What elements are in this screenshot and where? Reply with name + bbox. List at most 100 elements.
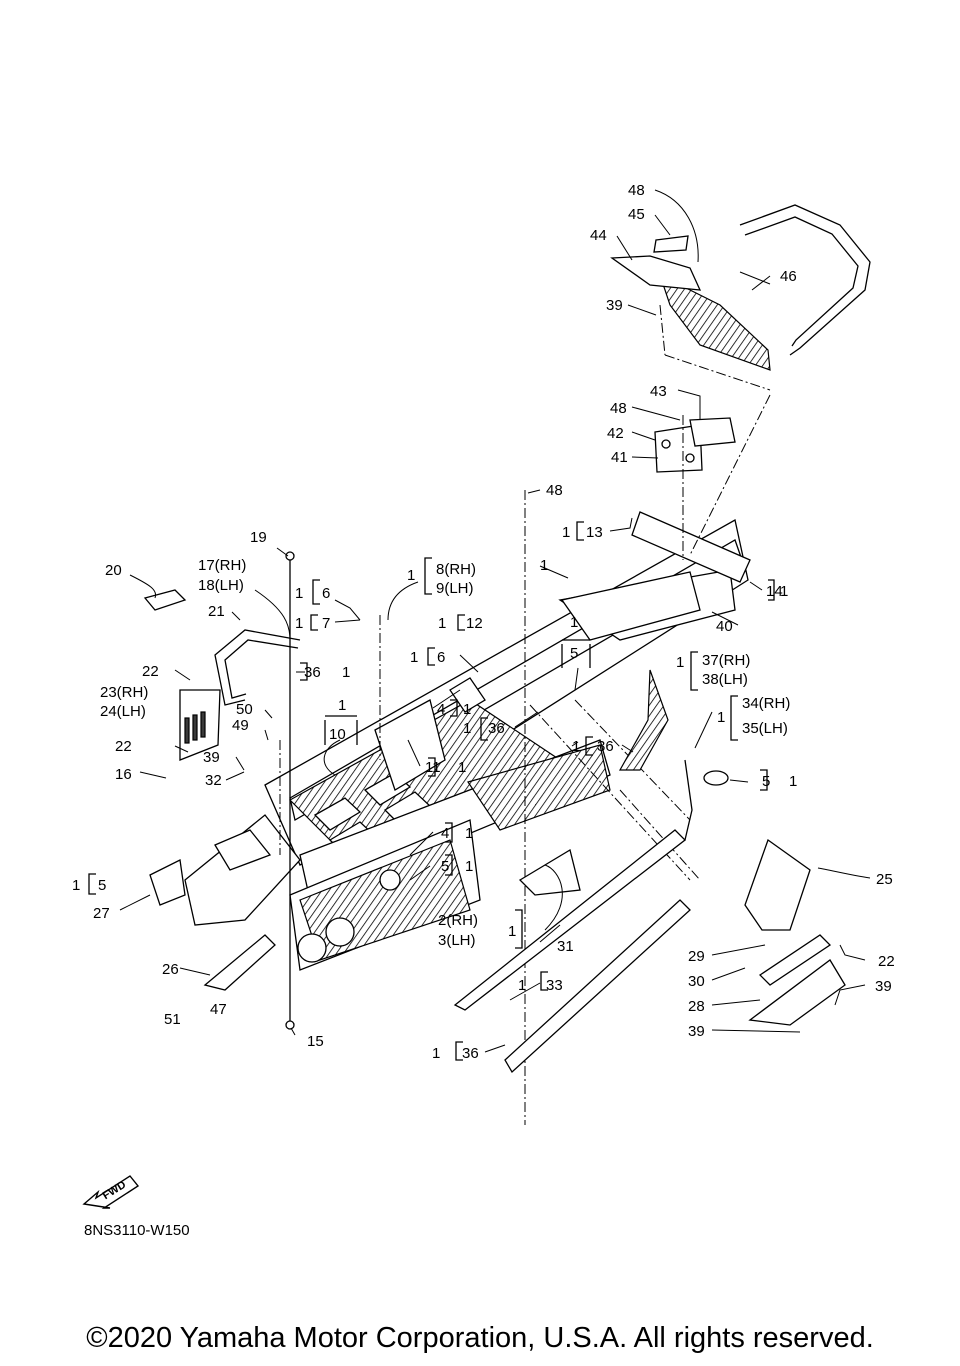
callout-1-tunnel: 1 [540,557,548,574]
footrest-37 [618,669,669,771]
callout-12: 12 [466,615,483,632]
callout-38: 38(LH) [702,671,748,688]
callout-3: 3(LH) [438,932,476,949]
rear-block [654,417,736,473]
callout-1-5strap: 1 [789,773,797,790]
callout-32: 32 [205,772,222,789]
callout-1-5left: 1 [72,877,80,894]
callout-39-top: 39 [606,297,623,314]
callout-1-7: 1 [295,615,303,632]
callout-1-14: 1 [780,583,788,600]
callout-13: 13 [586,524,603,541]
callout-1-5mid: 1 [465,858,473,875]
side-handle [214,629,301,706]
callout-21: 21 [208,603,225,620]
callout-20: 20 [105,562,122,579]
callout-26: 26 [162,961,179,978]
leader-lines [119,189,871,1053]
callout-37: 37(RH) [702,652,750,669]
running-boards [453,829,691,1074]
right-footplate [744,838,846,1026]
callout-36-right: 36 [597,738,614,755]
callout-1-5top: 1 [570,614,578,631]
callout-1-4top: 1 [463,701,471,718]
callout-43: 43 [650,383,667,400]
callout-5-strap: 5 [762,773,770,790]
callout-18: 18(LH) [198,577,244,594]
callout-47: 47 [210,1001,227,1018]
callout-24: 24(LH) [100,703,146,720]
callout-1-10: 1 [338,697,346,714]
grommet-5 [703,770,729,786]
callout-25: 25 [876,871,893,888]
callout-1-36bottom: 1 [432,1045,440,1062]
callout-42: 42 [607,425,624,442]
bracket-symbols [88,521,775,1061]
callout-5-left: 5 [98,877,106,894]
callout-17: 17(RH) [198,557,246,574]
bracket-23 [179,689,221,761]
callout-2: 2(RH) [438,912,478,929]
callout-22-mid: 22 [115,738,132,755]
strap-34 [675,759,693,846]
callout-35: 35(LH) [742,720,788,737]
callout-4-top: 4 [437,701,445,718]
callout-1-6a: 1 [295,585,303,602]
callout-7: 7 [322,615,330,632]
callout-4-low: 4 [441,825,449,842]
callout-19: 19 [250,529,267,546]
callout-1-33: 1 [518,977,526,994]
callout-1-4low: 1 [465,825,473,842]
callout-labels: 48 45 44 46 39 43 48 42 41 48 1 13 19 1 … [72,182,895,1062]
callout-22-right: 22 [878,953,895,970]
callout-39-right: 39 [875,978,892,995]
callout-45: 45 [628,206,645,223]
callout-39-left: 39 [203,749,220,766]
callout-46: 46 [780,268,797,285]
callout-39-bottom: 39 [688,1023,705,1040]
callout-33: 33 [546,977,563,994]
callout-5-top: 5 [570,645,578,662]
callout-30: 30 [688,973,705,990]
callout-1-36mid: 1 [463,720,471,737]
callout-6b: 6 [437,649,445,666]
callout-50: 50 [236,701,253,718]
callout-48-low: 48 [546,482,563,499]
callout-10: 10 [329,726,346,743]
callout-1-8: 1 [407,567,415,584]
bracket-2 [518,848,581,896]
callout-15: 15 [307,1033,324,1050]
callout-36-mid: 36 [488,720,505,737]
callout-22-top: 22 [142,663,159,680]
callout-36-handle: 36 [304,664,321,681]
callout-36-bottom: 36 [462,1045,479,1062]
left-footplate [203,934,276,991]
assembly-lines [279,304,771,1125]
callout-1-34: 1 [717,709,725,726]
callout-6a: 6 [322,585,330,602]
callout-29: 29 [688,948,705,965]
callout-31: 31 [557,938,574,955]
callout-8: 8(RH) [436,561,476,578]
callout-23: 23(RH) [100,684,148,701]
callout-1-11: 1 [458,759,466,776]
plate-27 [149,859,186,906]
callout-44: 44 [590,227,607,244]
callout-51: 51 [164,1011,181,1028]
callout-1-12: 1 [438,615,446,632]
callout-16: 16 [115,766,132,783]
callout-49: 49 [232,717,249,734]
callout-34: 34(RH) [742,695,790,712]
callout-48-mid: 48 [610,400,627,417]
cap-20 [143,589,187,611]
callout-1-36right: 1 [572,738,580,755]
callout-28: 28 [688,998,705,1015]
callout-11: 11 [425,759,441,776]
rear-rack [610,204,871,371]
callout-1-13: 1 [562,524,570,541]
callout-9: 9(LH) [436,580,474,597]
callout-5-mid: 5 [441,858,449,875]
rear-plate [560,511,751,641]
callout-40: 40 [716,618,733,635]
